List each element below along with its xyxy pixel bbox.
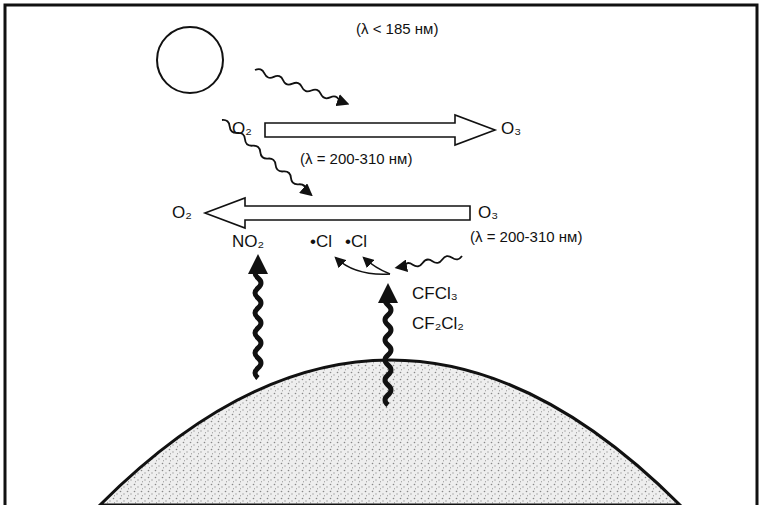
- molecule-label: O₂: [232, 119, 252, 139]
- radical-label: •Cl: [345, 232, 367, 252]
- molecule-label: CF₂Cl₂: [412, 314, 464, 334]
- destruction-arrow: [205, 198, 470, 228]
- wavelength-label: (λ < 185 нм): [356, 20, 438, 37]
- earth: [100, 360, 680, 505]
- wavelength-label: (λ = 200-310 нм): [470, 228, 582, 245]
- frame: [5, 5, 757, 505]
- uv-ray: [254, 68, 348, 106]
- formation-arrow: [265, 115, 495, 145]
- release-arrow: [336, 258, 390, 274]
- release-arrow: [364, 258, 390, 274]
- emission-arrow: [255, 262, 261, 378]
- molecule-label: NO₂: [232, 232, 264, 252]
- molecule-label: O₂: [172, 203, 192, 223]
- sun: [157, 27, 223, 93]
- uv-ray: [220, 118, 312, 196]
- emission-arrow: [385, 291, 391, 405]
- wavelength-label: (λ = 200-310 нм): [300, 150, 412, 167]
- molecule-label: CFCl₃: [412, 284, 458, 304]
- radical-label: •Cl: [310, 232, 332, 252]
- molecule-label: O₃: [478, 203, 498, 223]
- molecule-label: O₃: [501, 119, 521, 139]
- uv-ray: [397, 254, 463, 270]
